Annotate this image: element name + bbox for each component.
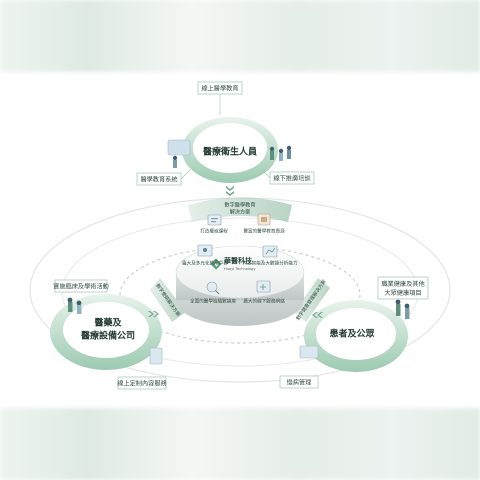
brand-name: 華醫科技	[224, 256, 253, 265]
top-label-education-system: 醫學教育系統	[140, 176, 177, 184]
right-label-chronic-box	[279, 375, 319, 389]
left-node-people	[67, 297, 163, 365]
right-label-offline-connector	[261, 169, 271, 179]
right-label-chronic-care: 慢病管理	[287, 379, 312, 387]
top-node-title: 醫療衛生人員	[203, 146, 257, 158]
brand-name-en: Huayi Technology	[224, 267, 256, 271]
top-node-people-left	[167, 139, 191, 168]
arc-label-top-line1: 數字醫學教育	[224, 201, 255, 209]
module-icon-resources	[257, 213, 271, 226]
module-label-database: 全面的醫學檢驗數據庫	[190, 298, 236, 305]
left-chevrons	[148, 311, 159, 317]
top-label-offline-training: 線下推廣培訓	[273, 175, 310, 183]
arc-label-top-line2: 解決方案	[230, 208, 252, 216]
right-chevrons	[312, 312, 323, 318]
left-label-custom-content: 線上定制內容服務	[117, 380, 167, 388]
left-label-custom-box	[117, 376, 167, 390]
right-label-occupational-box	[377, 276, 429, 300]
module-icon-network	[256, 280, 271, 293]
brand-logo	[210, 258, 222, 270]
right-node-people	[299, 299, 410, 359]
right-label-occupational-line2: 大眾健康項目	[384, 289, 421, 297]
right-node-title: 患者及公眾	[329, 328, 374, 340]
left-label-system-connector	[180, 169, 191, 180]
module-label-resources-line: 豐富的醫學教育資源	[243, 228, 285, 235]
right-arc-band	[294, 278, 330, 322]
left-label-clinical: 實施臨床及學術活動	[53, 283, 109, 291]
top-chevrons	[226, 186, 234, 196]
top-node-ring	[182, 117, 278, 183]
module-icon-database	[206, 281, 220, 295]
left-label-clinical-box	[54, 279, 108, 293]
left-node-title-line2: 醫療設備公司	[81, 330, 135, 342]
module-icon-ai	[262, 245, 278, 258]
module-icon-users	[197, 244, 213, 257]
bottom-blurred-band	[0, 408, 480, 480]
top-blurred-band	[0, 0, 480, 72]
module-icon-courses	[207, 214, 222, 226]
top-label-online-education: 線上醫學教育	[201, 85, 238, 93]
top-node-people-right	[269, 145, 292, 161]
module-label-ai: 人工智能及大數據分析能力	[242, 260, 298, 267]
right-node-ring	[304, 300, 408, 372]
left-node-title-line1: 醫藥及	[94, 317, 122, 329]
left-arc-band	[150, 278, 186, 322]
module-label-network: 廣大的線下服務網絡	[243, 298, 285, 305]
module-label-users: 龐大及多元化的用戶群	[182, 260, 228, 267]
module-label-courses: 打造權威課程	[200, 228, 228, 235]
right-label-occupational-line1: 職業健康及其他	[381, 280, 424, 288]
